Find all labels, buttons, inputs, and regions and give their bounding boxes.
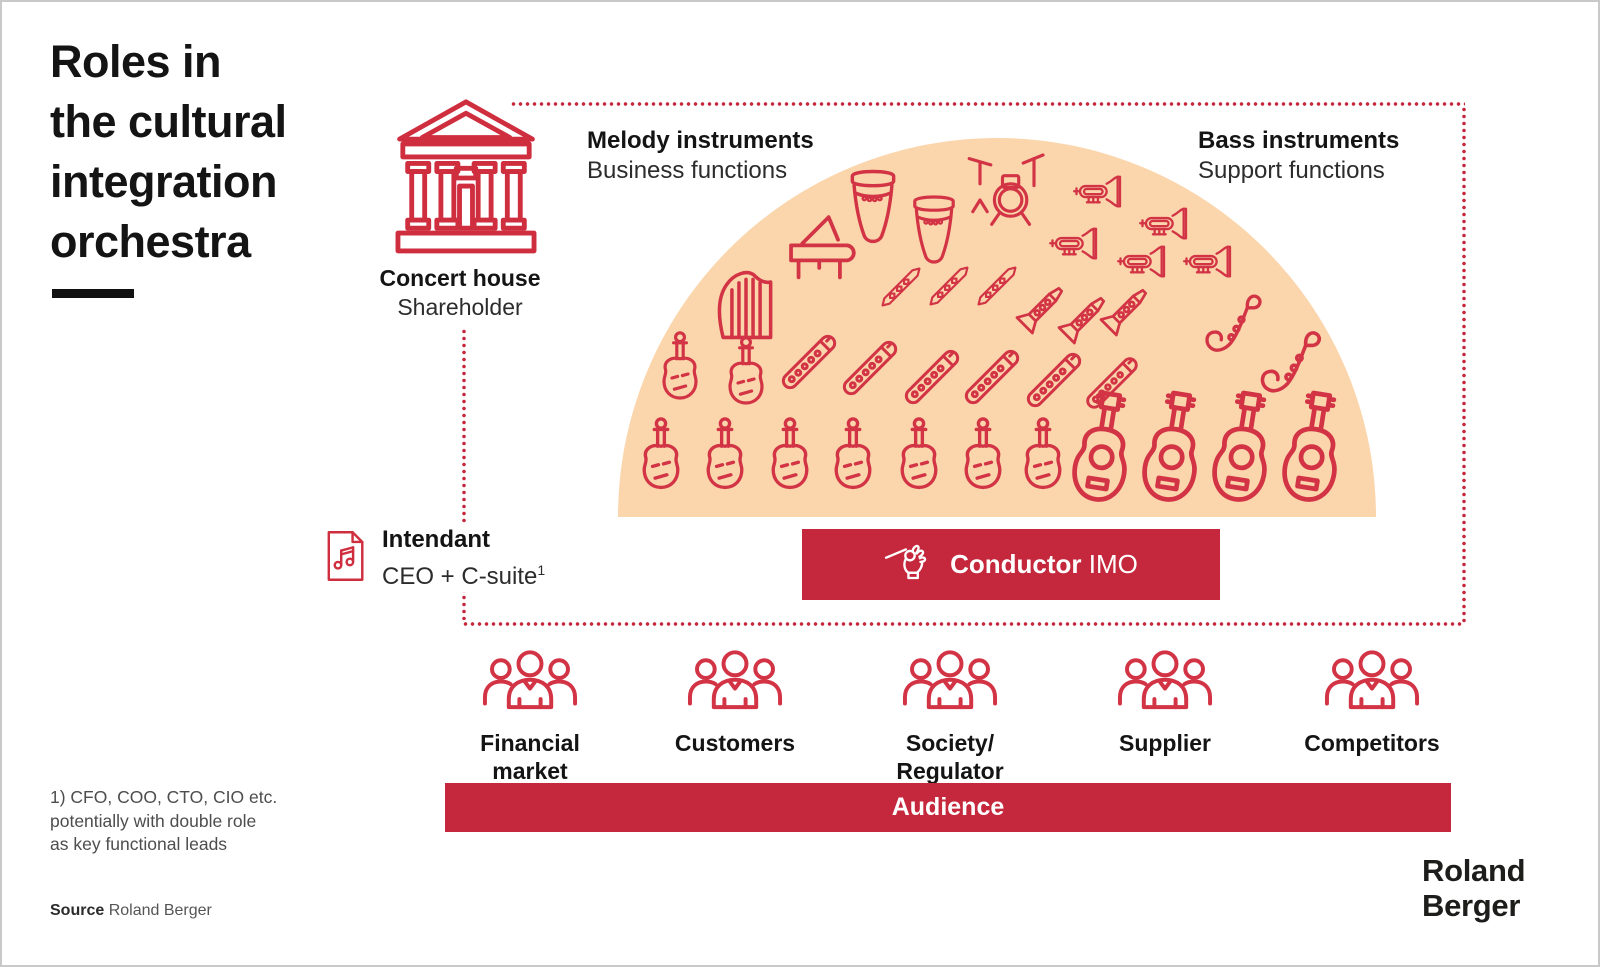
source-value: Roland Berger bbox=[108, 902, 212, 919]
conductor-label: Conductor IMO bbox=[950, 549, 1138, 580]
audience-group-competitors: Competitors bbox=[1262, 645, 1482, 757]
bass-subtitle: Support functions bbox=[1198, 157, 1385, 184]
people-group-icon bbox=[897, 645, 1003, 725]
trumpet-icon bbox=[1183, 245, 1232, 278]
trumpet-icon bbox=[1117, 245, 1166, 278]
melody-section-label: Melody instruments Business functions bbox=[587, 126, 947, 186]
conductor-org: IMO bbox=[1088, 549, 1138, 579]
oboe-icon bbox=[926, 263, 972, 309]
footnote: 1) CFO, COO, CTO, CIO etc. potentially w… bbox=[50, 787, 278, 854]
orchestra-instruments bbox=[642, 153, 1376, 517]
group-label: Competitors bbox=[1304, 730, 1440, 756]
clarinet-icon bbox=[1057, 290, 1112, 345]
audience-group-financial-market: Financial market bbox=[420, 645, 640, 785]
group-label: Society/ Regulator bbox=[896, 730, 1004, 784]
audience-banner-label: Audience bbox=[891, 793, 1005, 821]
violin-icon bbox=[706, 417, 744, 490]
group-label: Customers bbox=[674, 730, 796, 756]
recorder-icon bbox=[1023, 349, 1085, 411]
recorder-icon bbox=[901, 346, 963, 408]
dotted-frame-bottom bbox=[462, 622, 1464, 626]
music-sheet-icon bbox=[318, 518, 372, 594]
clarinet-icon bbox=[1015, 280, 1070, 335]
trumpet-icon bbox=[1049, 227, 1098, 260]
bass-title: Bass instruments bbox=[1198, 127, 1400, 154]
audience-banner: Audience bbox=[445, 783, 1451, 832]
people-group-icon bbox=[477, 645, 583, 725]
people-group-icon bbox=[1319, 645, 1425, 725]
conductor-role: Conductor bbox=[950, 549, 1082, 579]
source-label: Source bbox=[50, 902, 105, 919]
roland-berger-logo: Roland Berger bbox=[1422, 853, 1526, 923]
shareholder-title: Concert house bbox=[379, 265, 541, 291]
trumpet-icon bbox=[1139, 207, 1188, 240]
violin-icon bbox=[1024, 417, 1062, 490]
violin-icon bbox=[900, 417, 938, 490]
conductor-banner: Conductor IMO bbox=[802, 529, 1220, 600]
dotted-frame-left bbox=[462, 328, 466, 620]
violin-icon bbox=[771, 417, 809, 490]
guitar-icon bbox=[1071, 390, 1137, 503]
sax-icon bbox=[1205, 294, 1262, 352]
people-group-icon bbox=[682, 645, 788, 725]
people-group-icon bbox=[1112, 645, 1218, 725]
melody-title: Melody instruments bbox=[587, 127, 814, 154]
group-label: Supplier bbox=[1118, 730, 1211, 756]
guitar-icon bbox=[1141, 390, 1207, 503]
intendant-block: Intendant CEO + C-suite1 bbox=[382, 524, 554, 592]
conductor-hand-icon bbox=[884, 539, 936, 591]
audience-group-society-regulator: Society/ Regulator bbox=[840, 645, 1060, 785]
recorder-icon bbox=[778, 331, 840, 393]
orchestra-stage bbox=[618, 138, 1376, 517]
shareholder-block: Concert house Shareholder bbox=[340, 264, 580, 322]
piano-icon bbox=[789, 215, 856, 280]
harp-icon bbox=[717, 270, 773, 340]
page-title: Roles in the cultural integration orches… bbox=[50, 36, 287, 267]
clarinet-icon bbox=[1099, 282, 1154, 337]
trumpet-icon bbox=[1073, 175, 1122, 208]
intendant-subtitle: CEO + C-suite1 bbox=[382, 562, 546, 590]
drumkit-icon bbox=[967, 153, 1045, 226]
sax-icon bbox=[1260, 331, 1322, 393]
recorder-icon bbox=[839, 337, 901, 399]
recorder-icon bbox=[1083, 354, 1141, 412]
dotted-frame-right bbox=[1462, 106, 1466, 624]
concert-house-icon bbox=[385, 92, 547, 264]
oboe-icon bbox=[878, 264, 924, 310]
group-label: Financial market bbox=[480, 730, 580, 784]
oboe-icon bbox=[974, 263, 1020, 309]
violin-icon bbox=[662, 331, 698, 400]
violin-icon bbox=[728, 336, 764, 405]
violin-icon bbox=[964, 417, 1002, 490]
recorder-icon bbox=[961, 346, 1023, 408]
audience-group-customers: Customers bbox=[625, 645, 845, 757]
melody-subtitle: Business functions bbox=[587, 157, 788, 184]
guitar-icon bbox=[1211, 390, 1277, 503]
violin-icon bbox=[834, 417, 872, 490]
title-underline-dash bbox=[52, 289, 134, 298]
conga-icon bbox=[850, 169, 896, 244]
dotted-frame-top bbox=[510, 102, 1465, 106]
conga-icon bbox=[913, 195, 955, 264]
intendant-title: Intendant bbox=[382, 526, 490, 553]
shareholder-subtitle: Shareholder bbox=[397, 294, 523, 320]
guitar-icon bbox=[1281, 390, 1347, 503]
bass-section-label: Bass instruments Support functions bbox=[1198, 126, 1558, 186]
audience-group-supplier: Supplier bbox=[1055, 645, 1275, 757]
source-line: Source Roland Berger bbox=[50, 902, 212, 920]
footnote-reference: 1 bbox=[537, 562, 546, 578]
violin-icon bbox=[642, 417, 680, 490]
